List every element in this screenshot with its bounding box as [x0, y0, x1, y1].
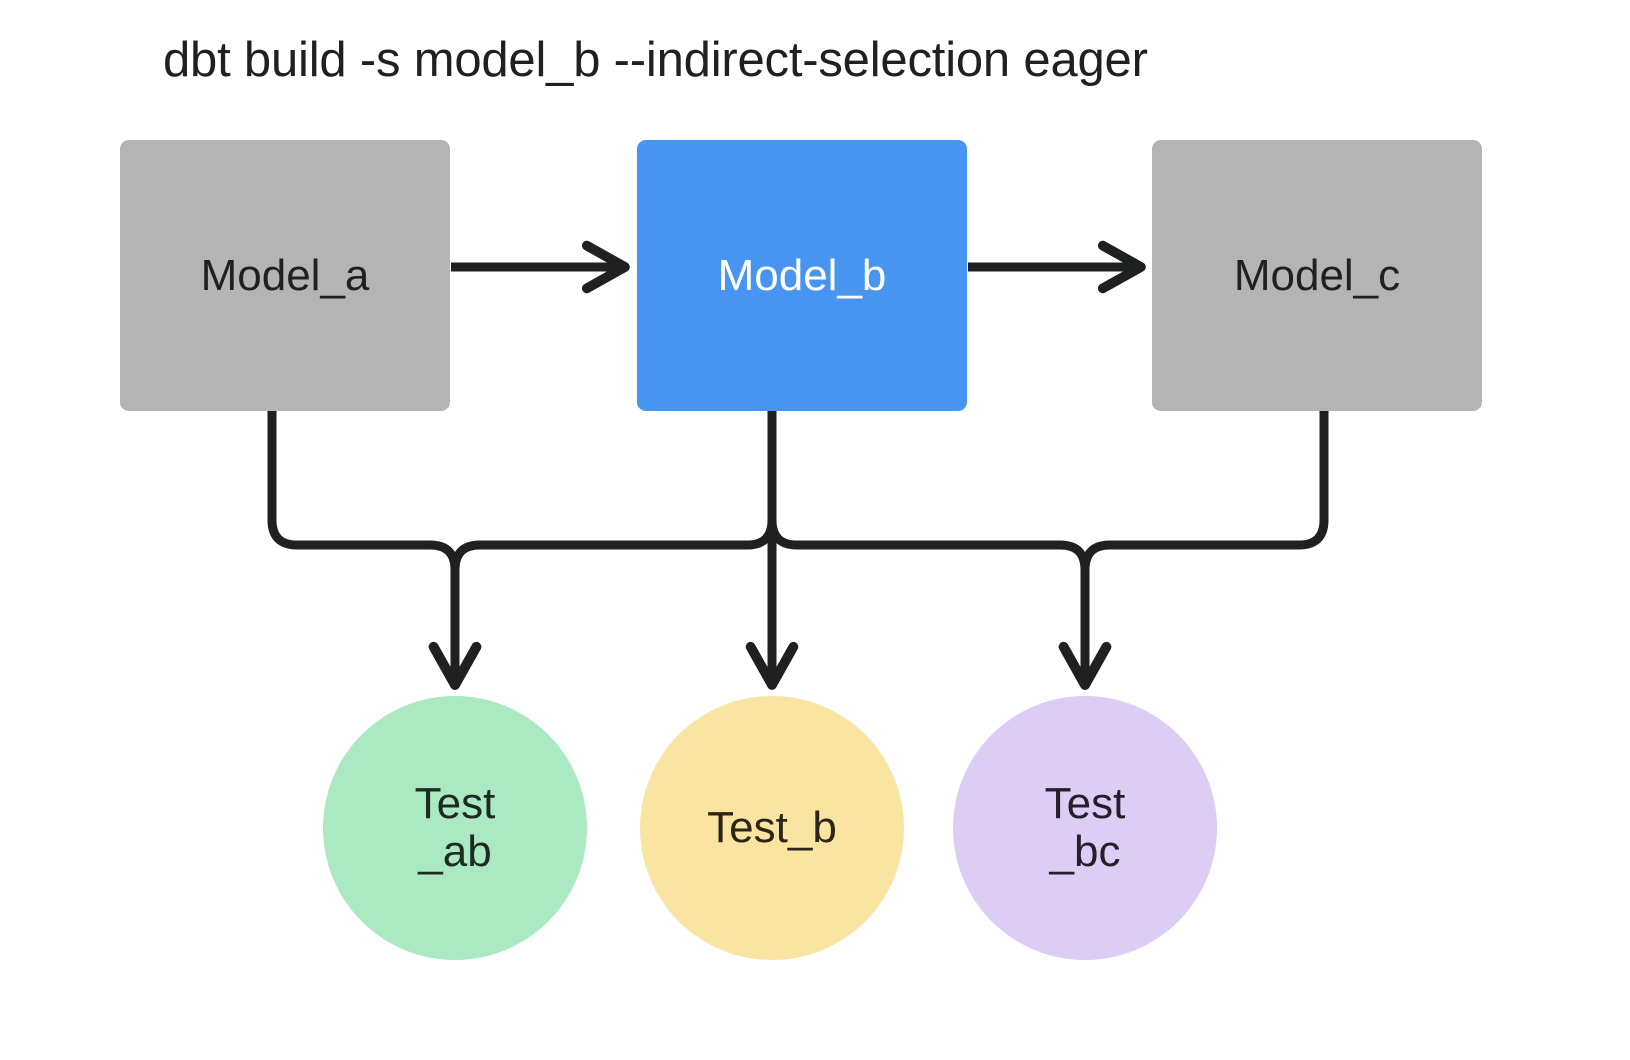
test-node-label-line-1: Test	[1044, 779, 1126, 829]
test-node-test-ab[interactable]: Test _ab	[323, 696, 587, 960]
model-node-label: Model_b	[717, 250, 887, 300]
edge-model-c-to-test-bc	[1058, 411, 1329, 690]
edge-model-b-to-test-ab	[428, 411, 777, 690]
test-node-test-bc[interactable]: Test _bc	[953, 696, 1217, 960]
model-node-label: Model_c	[1233, 250, 1401, 300]
test-node-label-line-1: Test_b	[707, 803, 837, 853]
test-node-label-line-1: Test	[414, 779, 496, 829]
edge-model-b-to-test-bc	[767, 411, 1112, 690]
test-node-label-line-2: _bc	[1049, 827, 1121, 876]
model-node-model-c[interactable]: Model_c	[1152, 140, 1482, 411]
edge-model-a-to-test-ab	[267, 411, 482, 690]
diagram-title: dbt build -s model_b --indirect-selectio…	[163, 33, 1148, 87]
model-node-model-a[interactable]: Model_a	[120, 140, 450, 411]
model-node-label: Model_a	[200, 250, 370, 300]
test-node-label-line-2: _ab	[418, 827, 492, 876]
model-node-model-b[interactable]: Model_b	[637, 140, 967, 411]
test-node-test-b[interactable]: Test_b	[640, 696, 904, 960]
